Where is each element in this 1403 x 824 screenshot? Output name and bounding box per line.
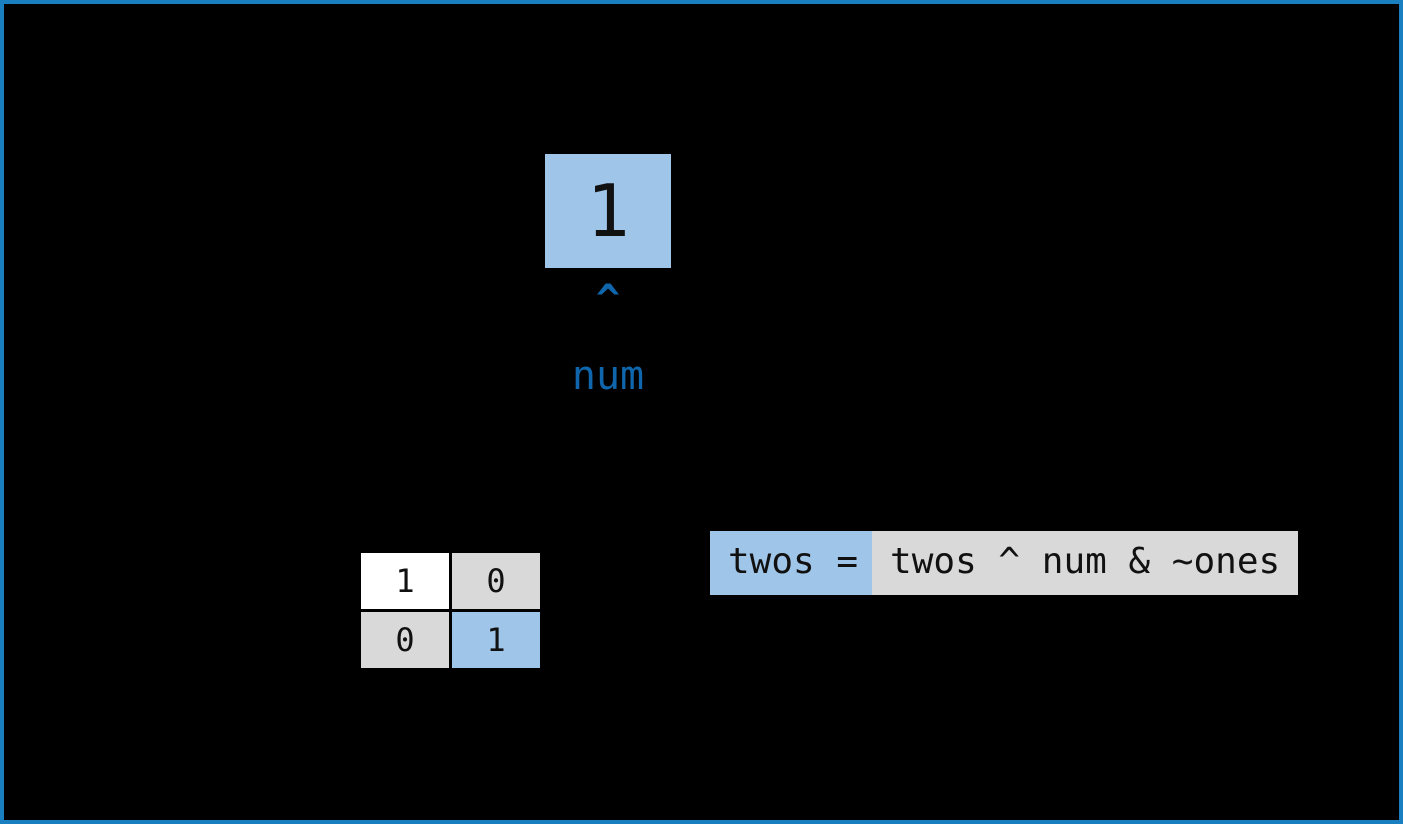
code-expression: twos = twos ^ num & ~ones: [710, 531, 1299, 595]
code-assignment-target: twos =: [710, 531, 873, 595]
state-table: 1 0 0 1: [358, 550, 543, 671]
num-variable-label: num: [571, 353, 645, 399]
table-row: 1 0: [358, 550, 543, 612]
table-row: 0 1: [358, 609, 543, 671]
state-cell-r0c0: 1: [358, 550, 452, 612]
code-assignment-expression: twos ^ num & ~ones: [872, 531, 1299, 595]
caret-pointer-icon: ^: [595, 277, 621, 323]
num-current-bit-cell: 1: [545, 154, 671, 268]
state-cell-r0c1: 0: [449, 550, 543, 612]
state-cell-r1c1: 1: [449, 609, 543, 671]
state-cell-r1c0: 0: [358, 609, 452, 671]
